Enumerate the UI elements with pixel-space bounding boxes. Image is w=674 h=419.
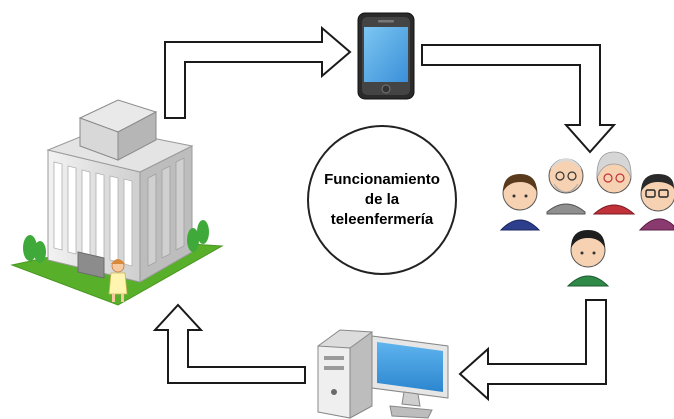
arrow-computer-to-hospital <box>152 303 306 384</box>
center-circle: Funcionamiento de la teleenfermería <box>307 125 457 275</box>
center-title: Funcionamiento de la teleenfermería <box>324 171 440 228</box>
person-elderly-woman <box>592 151 636 215</box>
arrow-hospital-to-phone <box>164 25 352 119</box>
person-elderly-man <box>546 158 586 215</box>
arrow-phone-to-patients <box>421 44 617 154</box>
people-group-icon <box>499 151 674 287</box>
person-man-glasses <box>638 174 674 231</box>
hospital-building-icon <box>10 99 224 306</box>
desktop-computer-icon <box>317 329 449 419</box>
person-man-green <box>566 230 610 287</box>
arrow-patients-to-computer <box>458 299 607 402</box>
nurse-figure <box>108 259 128 302</box>
smartphone-icon <box>357 12 415 100</box>
person-man-blue <box>499 174 541 231</box>
